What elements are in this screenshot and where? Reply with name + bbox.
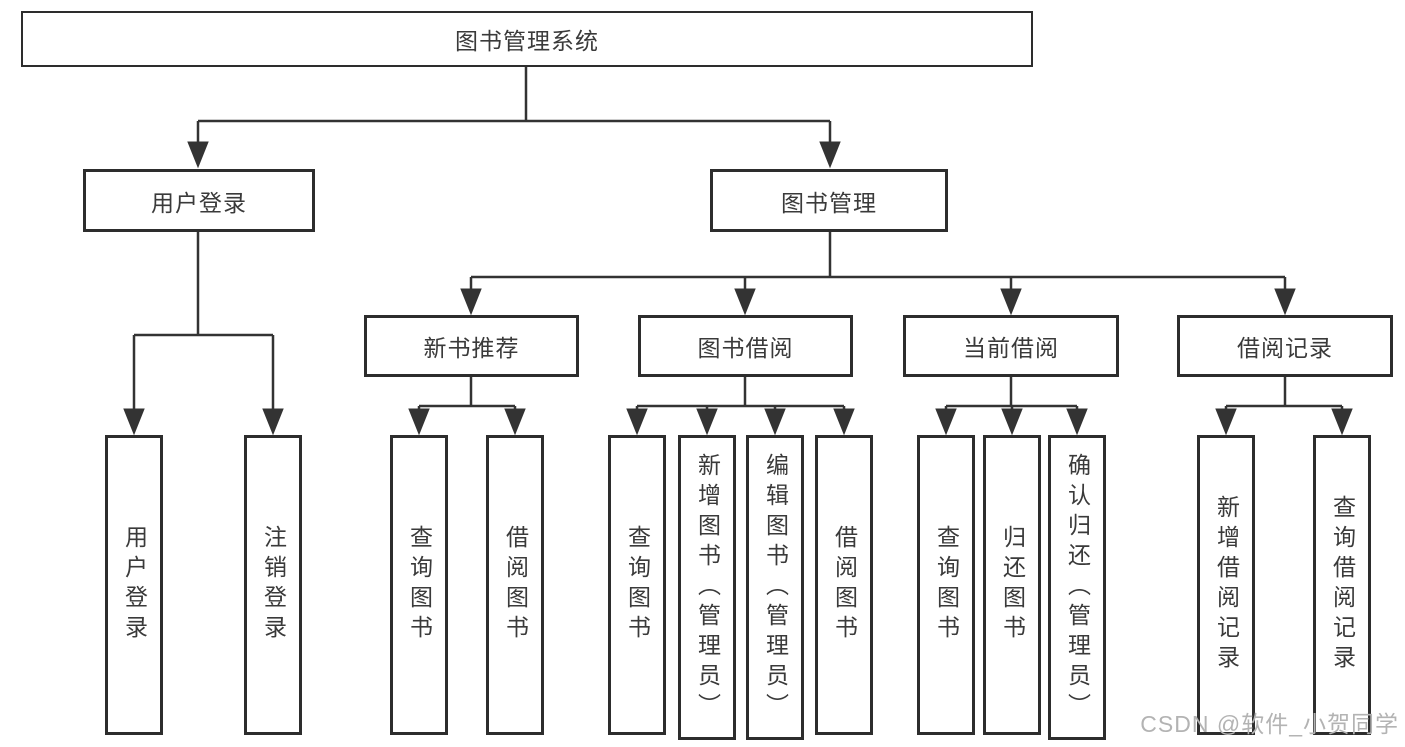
node-book-borrowing: 图书借阅 xyxy=(638,315,853,377)
node-label: 查询图书 xyxy=(933,525,960,645)
node-label: 图书借阅 xyxy=(697,335,794,361)
node-label: 新增借阅记录 xyxy=(1213,495,1240,675)
node-user-login-branch: 用户登录 xyxy=(83,169,315,232)
leaf-add-books-admin: 新增图书（管理员） xyxy=(678,435,736,740)
node-label: 借阅图书 xyxy=(502,525,529,645)
leaf-return-books: 归还图书 xyxy=(983,435,1041,735)
node-label: 编辑图书（管理员） xyxy=(762,452,789,723)
leaf-borrowing-query-books: 查询图书 xyxy=(608,435,666,735)
leaf-current-query-books: 查询图书 xyxy=(917,435,975,735)
node-current-borrowing: 当前借阅 xyxy=(903,315,1119,377)
node-label: 图书管理系统 xyxy=(455,28,599,54)
node-library-management-system: 图书管理系统 xyxy=(21,11,1033,67)
node-borrowing-records: 借阅记录 xyxy=(1177,315,1393,377)
node-label: 当前借阅 xyxy=(963,335,1059,361)
leaf-borrowing-borrow-books: 借阅图书 xyxy=(815,435,873,735)
node-label: 用户登录 xyxy=(121,525,148,645)
leaf-add-borrow-record: 新增借阅记录 xyxy=(1197,435,1255,735)
leaf-confirm-return-admin: 确认归还（管理员） xyxy=(1048,435,1106,740)
leaf-newbook-query-books: 查询图书 xyxy=(390,435,448,735)
node-label: 借阅记录 xyxy=(1237,335,1333,361)
node-label: 注销登录 xyxy=(260,525,287,645)
node-label: 查询图书 xyxy=(624,525,651,645)
node-label: 归还图书 xyxy=(999,525,1026,645)
leaf-query-borrow-record: 查询借阅记录 xyxy=(1313,435,1371,735)
csdn-watermark: CSDN @软件_小贺同学 xyxy=(1140,711,1399,737)
leaf-newbook-borrow-books: 借阅图书 xyxy=(486,435,544,735)
node-label: 新增图书（管理员） xyxy=(694,452,721,723)
leaf-edit-books-admin: 编辑图书（管理员） xyxy=(746,435,804,740)
leaf-user-login: 用户登录 xyxy=(105,435,163,735)
node-label: 图书管理 xyxy=(781,189,877,216)
node-new-book-recommendation: 新书推荐 xyxy=(364,315,579,377)
node-label: 新书推荐 xyxy=(423,335,520,361)
node-label: 用户登录 xyxy=(151,189,247,216)
node-label: 查询图书 xyxy=(406,525,433,645)
leaf-logout: 注销登录 xyxy=(244,435,302,735)
node-book-management: 图书管理 xyxy=(710,169,948,232)
node-label: 查询借阅记录 xyxy=(1329,495,1356,675)
node-label: 确认归还（管理员） xyxy=(1064,452,1091,723)
node-label: 借阅图书 xyxy=(831,525,858,645)
